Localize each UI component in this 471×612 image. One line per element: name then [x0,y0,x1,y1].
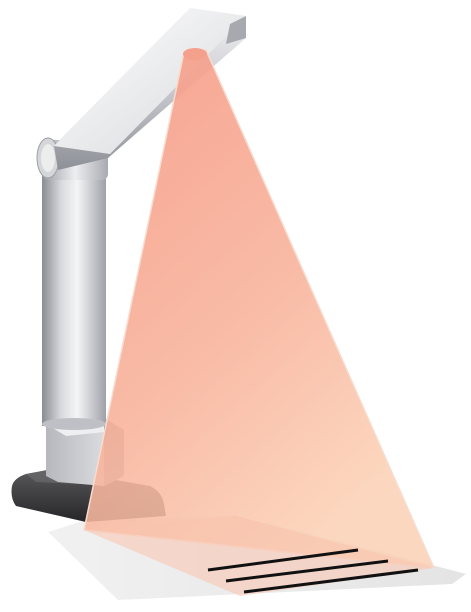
scanner-pole [42,160,106,430]
